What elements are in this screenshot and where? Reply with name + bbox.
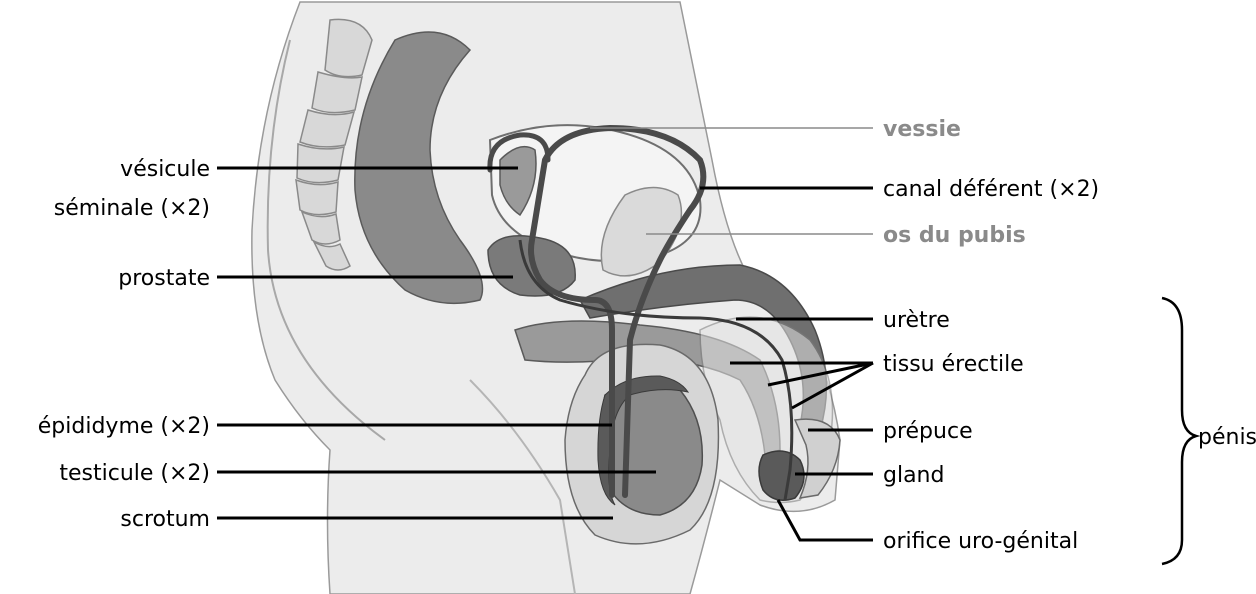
label-tissu-erectile: tissu érectile <box>883 352 1024 377</box>
penis-brace <box>1162 298 1196 564</box>
label-os-du-pubis: os du pubis <box>883 223 1026 248</box>
label-prostate: prostate <box>118 266 210 291</box>
label-epididyme: épididyme (×2) <box>38 414 210 439</box>
illustration <box>252 2 840 594</box>
label-seminale: séminale (×2) <box>54 196 210 221</box>
label-penis: pénis <box>1198 425 1256 450</box>
right-labels: vessie canal déférent (×2) os du pubis u… <box>883 117 1099 554</box>
label-orifice: orifice uro-génital <box>883 529 1078 554</box>
label-scrotum: scrotum <box>120 507 210 532</box>
label-vesicule: vésicule <box>120 157 210 182</box>
left-labels: vésicule séminale (×2) prostate épididym… <box>38 157 210 532</box>
label-prepuce: prépuce <box>883 419 973 444</box>
label-testicule: testicule (×2) <box>59 461 210 486</box>
label-gland: gland <box>883 463 944 488</box>
glans <box>759 451 804 500</box>
penis-brace-group: pénis <box>1162 298 1256 564</box>
label-canal-deferent: canal déférent (×2) <box>883 177 1099 202</box>
label-vessie: vessie <box>883 117 961 142</box>
label-uretre: urètre <box>883 308 950 333</box>
